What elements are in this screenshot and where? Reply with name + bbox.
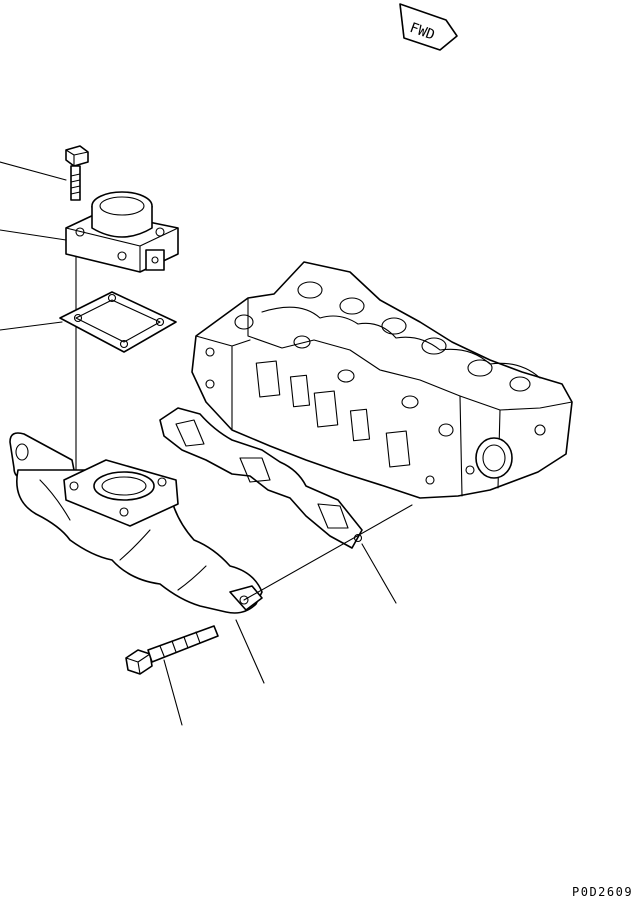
cylinder-head bbox=[191, 261, 573, 499]
square-gasket bbox=[59, 291, 177, 353]
drawing-id: P0D2609 bbox=[572, 885, 633, 899]
lower-bolt bbox=[125, 625, 219, 675]
callout-leaders bbox=[0, 161, 397, 726]
manifold-gasket bbox=[159, 407, 363, 549]
exhaust-manifold bbox=[9, 432, 263, 614]
thermostat-housing bbox=[65, 191, 179, 273]
fwd-arrow-icon: FWD bbox=[399, 3, 458, 51]
gasket-guide-line bbox=[243, 504, 413, 601]
upper-bolt bbox=[65, 145, 89, 201]
